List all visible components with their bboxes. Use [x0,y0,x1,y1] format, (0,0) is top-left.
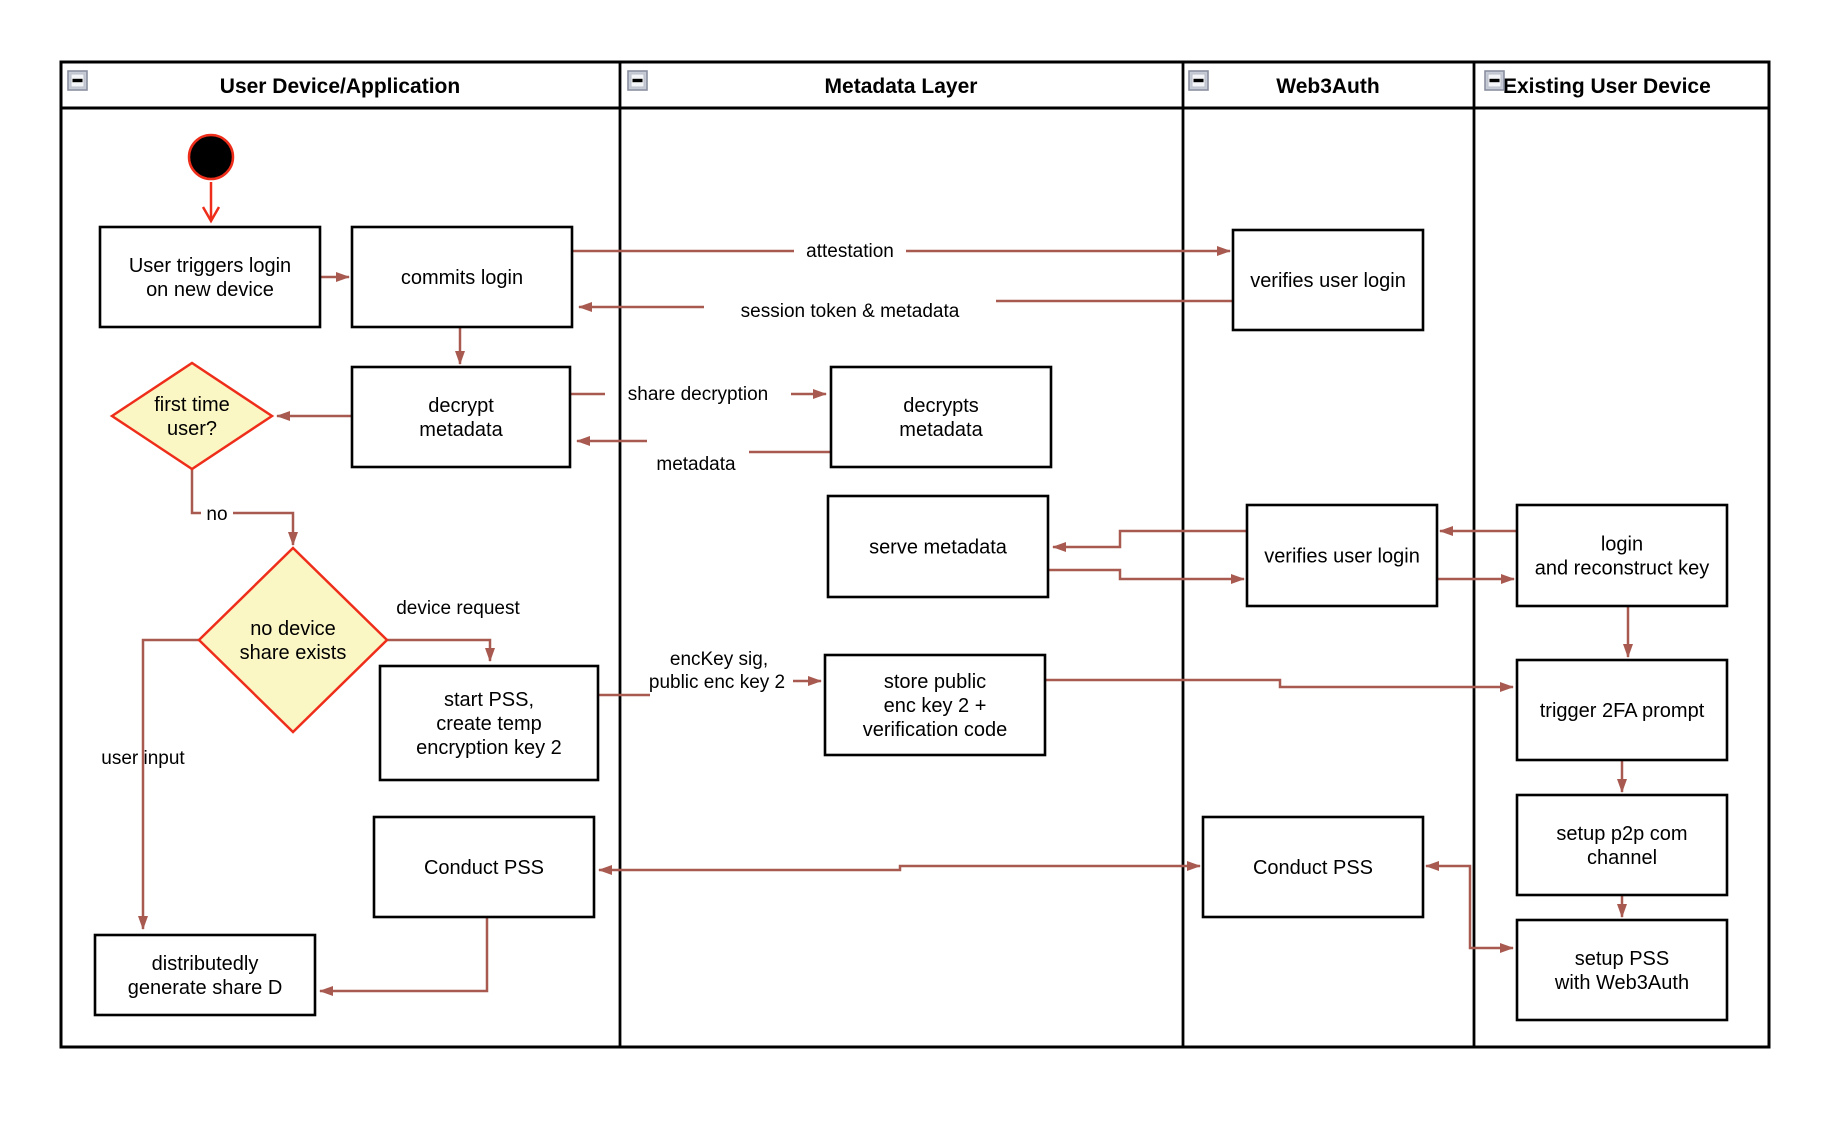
no-branch-line-upper [190,468,201,515]
lane-existing-user-device-title: Existing User Device [1503,75,1711,98]
store-to-trigger-2fa-arrow [1045,678,1514,692]
verifies2-to-serve-arrow [1052,529,1247,552]
decrypts-metadata-label: decrypts [903,395,979,417]
lane-user-device-title: User Device/Application [220,75,460,98]
setup-pss-web3auth-label: setup PSS [1575,948,1670,970]
lane-metadata-layer-header: Metadata Layer [627,70,978,98]
user-input-label: user input [101,748,185,769]
login-and-reconstruct-key-label: login [1601,534,1643,556]
start-state-dot[interactable] [187,133,235,181]
user-triggers-login-label: User triggers login [129,255,291,277]
swimlanes: User Device/Application Metadata Layer Web… [59,60,1771,1049]
lane-web3auth-title: Web3Auth [1276,75,1379,98]
verifies-user-login-1-node[interactable]: verifies user login [1231,228,1425,332]
serve-metadata-label: serve metadata [869,537,1008,559]
setup-p2p-channel-label: channel [1587,847,1657,869]
start-pss-create-key-label: create temp [436,713,542,735]
conduct-pss-user-label: Conduct PSS [424,857,544,879]
share-decryption-label: share decryption [628,384,768,405]
decrypt-metadata-label: decrypt [428,395,494,417]
collapse-lane-icon[interactable] [1484,70,1505,91]
decrypt-metadata-label: metadata [419,419,503,441]
decrypts-metadata-label: metadata [899,419,983,441]
no-label: no [206,504,227,525]
trigger-2fa-prompt-node[interactable]: trigger 2FA prompt [1515,658,1729,762]
lane-user-device-header: User Device/Application [67,70,460,98]
user-input-path [138,638,199,930]
device-request-label: device request [396,598,520,619]
setup-pss-web3auth-label: with Web3Auth [1554,972,1689,994]
conduct-to-distributedly-arrow [319,917,489,996]
distributedly-generate-share-label: generate share D [128,977,283,999]
lane-existing-user-device-header: Existing User Device [1484,70,1711,98]
trigger-2fa-prompt-label: trigger 2FA prompt [1540,700,1705,722]
conduct-pss-web3auth-node[interactable]: Conduct PSS [1201,815,1425,919]
verifies-user-login-2-label: verifies user login [1264,546,1420,568]
collapse-lane-icon[interactable] [67,70,88,91]
store-public-enc-key-label: enc key 2 + [884,695,987,717]
verifies-user-login-1-label: verifies user login [1250,270,1406,292]
session-token-label: session token & metadata [741,301,960,322]
device-request-path [387,638,495,662]
setup-pss-conduct-pss-arrow [1425,861,1514,953]
start-state-node[interactable] [187,133,235,181]
lane-metadata-layer-title: Metadata Layer [825,75,978,98]
start-pss-create-key-label: encryption key 2 [416,737,562,759]
user-triggers-login-label: on new device [146,279,274,301]
lane-web3auth-header: Web3Auth [1188,70,1380,98]
public-enc-key-label: public enc key 2 [649,672,785,693]
start-to-user-triggers-arrow-head [201,206,221,224]
no-branch-line-lower [233,511,298,546]
edges: attestation session token & metadata share… [101,182,1633,996]
serve-metadata-node[interactable]: serve metadata [826,494,1050,599]
conduct-pss-long-arrow [598,861,1201,875]
attestation-label: attestation [806,241,894,262]
collapse-lane-icon[interactable] [1188,70,1209,91]
first-time-user-decision-label: first time [154,394,230,416]
no-device-share-decision-label: share exists [240,642,347,664]
no-device-share-decision-label: no device [250,618,336,640]
conduct-pss-web3auth-label: Conduct PSS [1253,857,1373,879]
serve-to-verifies2-arrow [1048,568,1245,584]
conduct-pss-user-node[interactable]: Conduct PSS [372,815,596,919]
start-pss-create-key-label: start PSS, [444,689,534,711]
enckey-sig-label: encKey sig, [670,649,768,670]
first-time-user-decision-label: user? [167,418,217,440]
commits-login-node[interactable]: commits login [350,225,574,329]
store-public-enc-key-label: verification code [863,719,1008,741]
metadata-label: metadata [656,454,736,475]
verifies-user-login-2-node[interactable]: verifies user login [1245,503,1439,608]
distributedly-generate-share-label: distributedly [152,953,259,975]
store-public-enc-key-label: store public [884,671,986,693]
setup-p2p-channel-label: setup p2p com [1556,823,1687,845]
collapse-lane-icon[interactable] [627,70,648,91]
login-and-reconstruct-key-label: and reconstruct key [1535,558,1710,580]
commits-login-label: commits login [401,267,523,289]
